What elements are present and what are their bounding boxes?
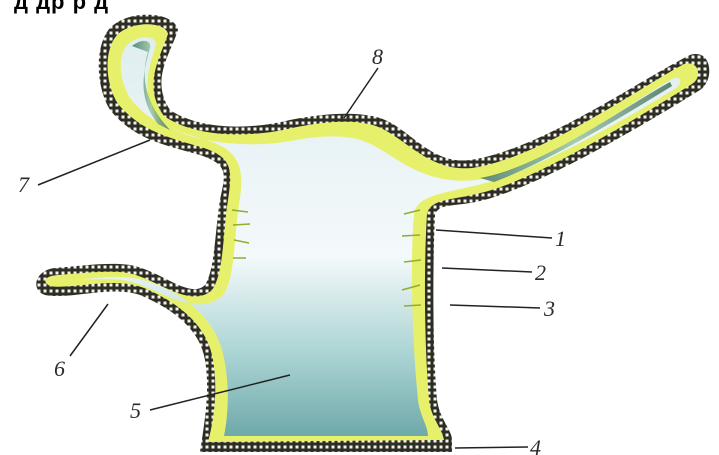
label-4: 4 bbox=[530, 435, 541, 455]
label-8: 8 bbox=[372, 44, 383, 69]
pointer-2 bbox=[442, 268, 532, 272]
pointer-8 bbox=[344, 68, 378, 118]
label-6: 6 bbox=[54, 356, 65, 381]
label-1: 1 bbox=[555, 226, 566, 251]
pointer-3 bbox=[450, 305, 540, 308]
pointer-1 bbox=[436, 230, 552, 238]
label-5: 5 bbox=[130, 398, 141, 423]
pointer-4 bbox=[455, 447, 528, 448]
pointer-6 bbox=[70, 304, 108, 356]
label-7: 7 bbox=[18, 172, 30, 197]
label-3: 3 bbox=[543, 296, 555, 321]
pointer-7 bbox=[38, 140, 150, 185]
label-2: 2 bbox=[535, 260, 546, 285]
